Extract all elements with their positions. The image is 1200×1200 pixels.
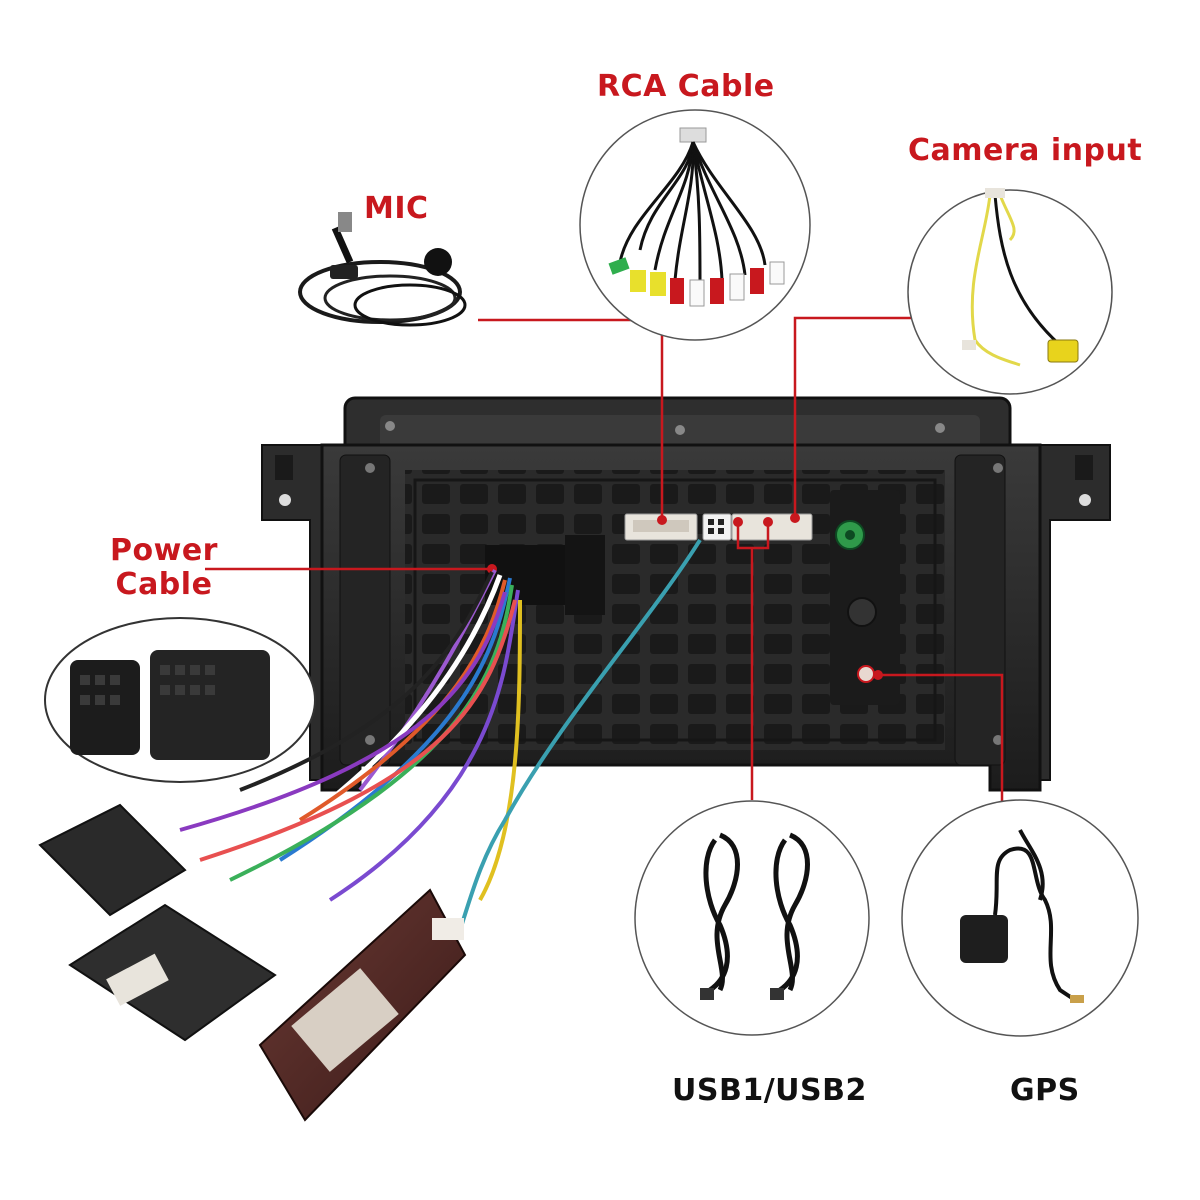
wire-bundle bbox=[179, 538, 702, 931]
canbus-box-icon bbox=[258, 888, 467, 1122]
power-cable-label-line2: Cable bbox=[115, 567, 213, 602]
power-cable-label: Power Cable bbox=[110, 534, 218, 602]
callout-lines bbox=[205, 316, 1004, 806]
camera-cable-icon bbox=[907, 188, 1113, 395]
gps-port bbox=[847, 597, 877, 683]
harness-connector-icon bbox=[44, 617, 316, 783]
iso-connector-main bbox=[68, 903, 277, 1042]
microphone-icon bbox=[298, 212, 467, 327]
fm-antenna-port bbox=[835, 520, 865, 550]
power-cable-label-line1: Power bbox=[110, 533, 218, 568]
rca-cable-icon bbox=[579, 109, 811, 341]
usb-ports bbox=[731, 513, 813, 541]
usb-label: USB1/USB2 bbox=[672, 1073, 867, 1108]
usb-cable-icon bbox=[634, 800, 870, 1036]
mic-label: MIC bbox=[364, 191, 429, 226]
iso-connector-left bbox=[38, 803, 187, 917]
head-unit-back bbox=[261, 396, 1111, 792]
aux-port bbox=[702, 513, 732, 541]
gps-antenna-icon bbox=[901, 799, 1139, 1037]
camera-input-label: Camera input bbox=[908, 133, 1143, 168]
rca-cable-label: RCA Cable bbox=[597, 69, 775, 104]
gps-label: GPS bbox=[1010, 1073, 1080, 1108]
